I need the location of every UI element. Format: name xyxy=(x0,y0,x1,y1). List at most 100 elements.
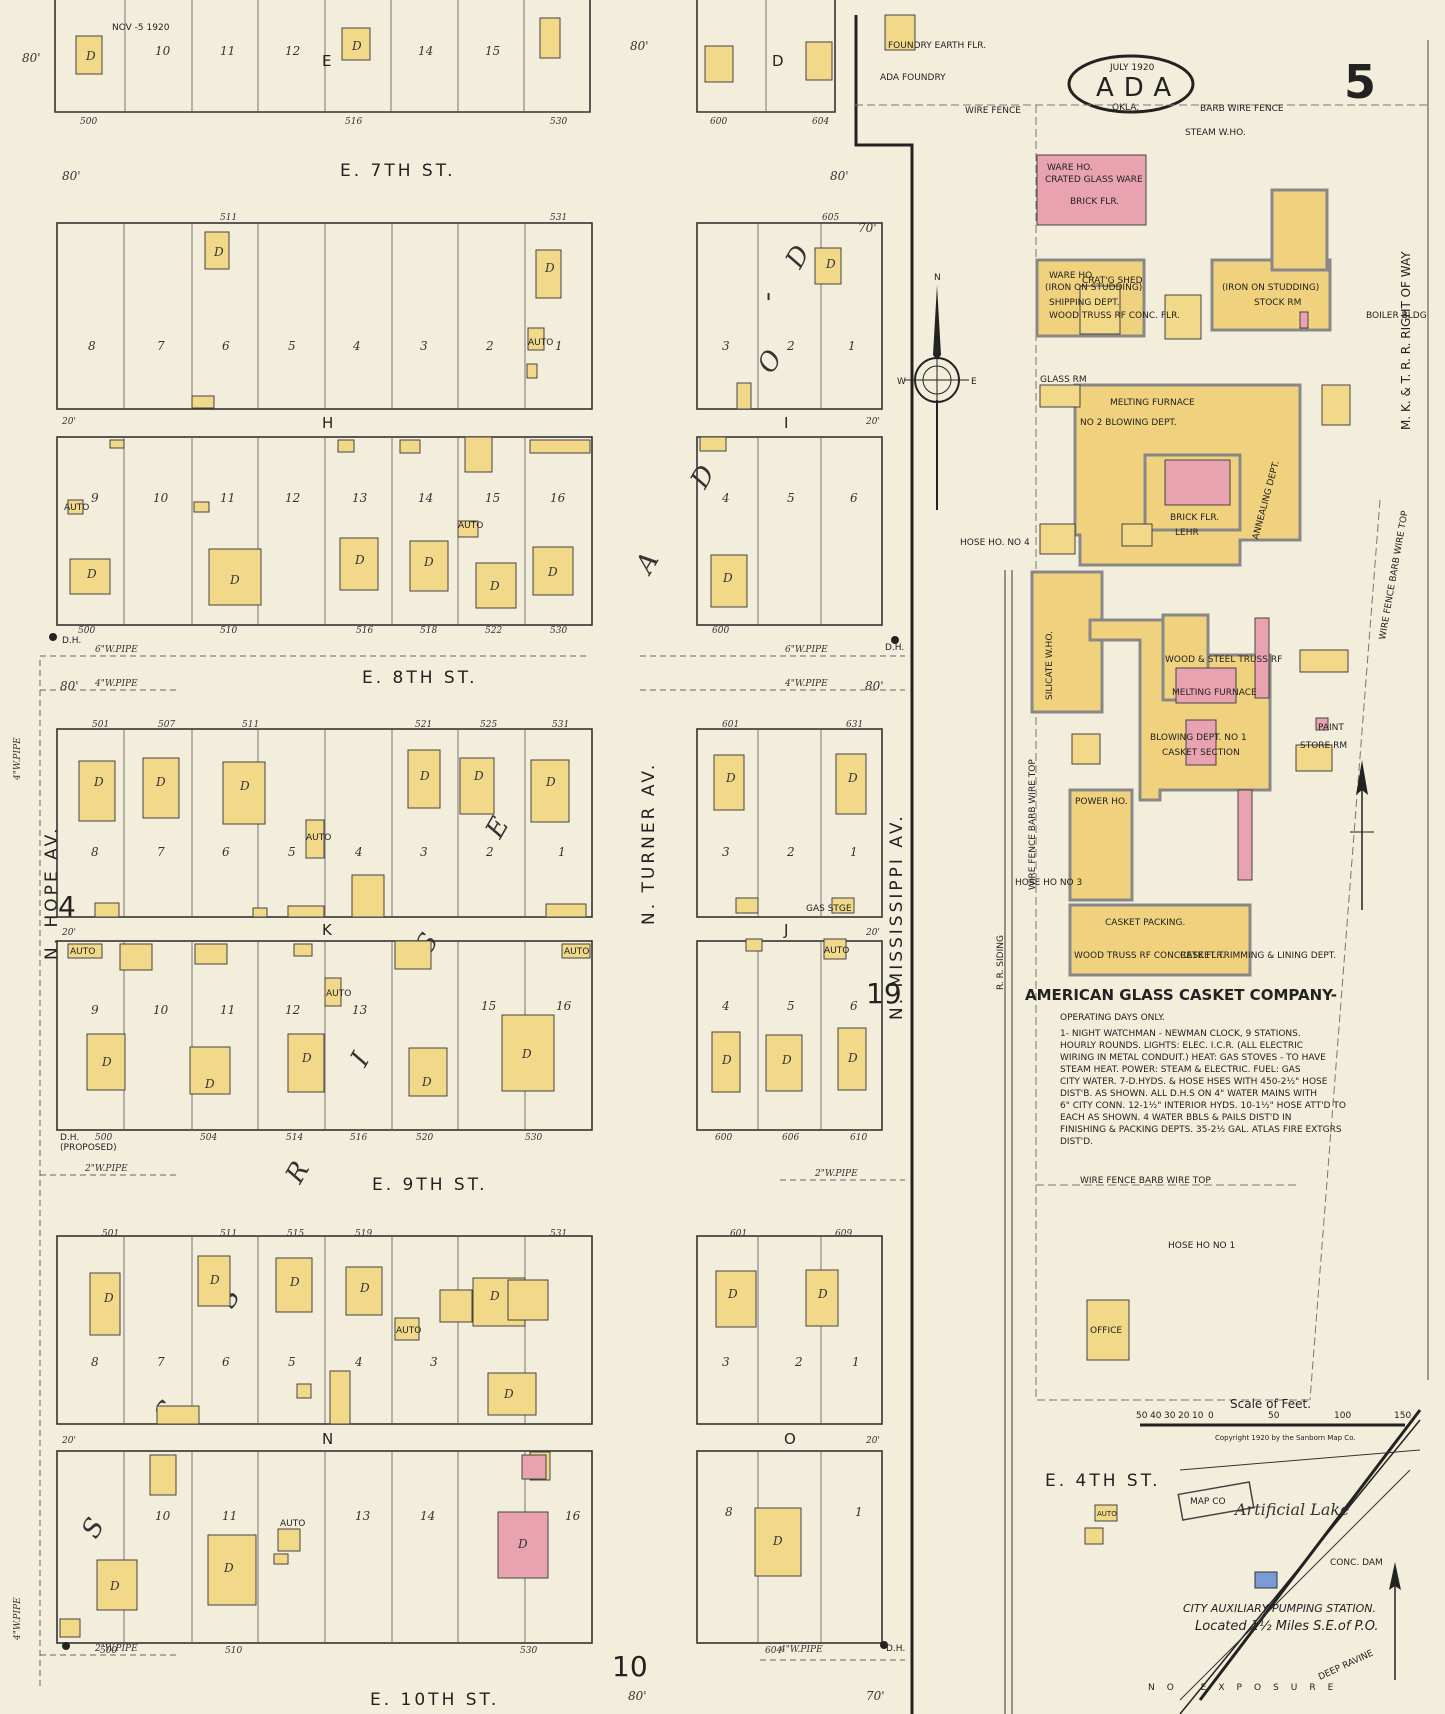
pipe-label: 6"W.PIPE xyxy=(785,645,828,655)
width-label: 20' xyxy=(865,1436,880,1446)
note-line: DIST'B. AS SHOWN. ALL D.H.S ON 4" WATER … xyxy=(1060,1089,1317,1099)
dwelling-mark: D xyxy=(289,1275,300,1289)
facility-label: (IRON ON STUDDING) xyxy=(1222,283,1319,293)
house-number: 521 xyxy=(415,720,432,730)
pipe-label: 6"W.PIPE xyxy=(95,645,138,655)
dwelling-mark: D xyxy=(421,1075,432,1089)
city-cartouche: JULY 1920 ADA OKLA. xyxy=(1067,54,1195,114)
width-label: 80' xyxy=(830,169,849,183)
house-number: 511 xyxy=(242,720,259,730)
width-label: 20' xyxy=(61,928,76,938)
note-line: HOURLY ROUNDS. LIGHTS: ELEC. I.C.R. (ALL… xyxy=(1060,1041,1303,1051)
facility-label: CASKET TRIMMING & LINING DEPT. xyxy=(1180,951,1336,961)
block-letter: N xyxy=(322,1430,333,1448)
facility-label: BLOWING DEPT. NO 1 xyxy=(1150,733,1247,743)
lot-number: 4 xyxy=(354,1355,363,1369)
city-name: ADA xyxy=(1096,73,1181,103)
house-number: 530 xyxy=(525,1133,542,1143)
facility-label: LEHR xyxy=(1175,528,1199,538)
lot-number: 13 xyxy=(355,1509,371,1523)
lot-number: 6 xyxy=(222,845,230,859)
house-number: 516 xyxy=(356,626,373,636)
auto-label: AUTO xyxy=(280,1519,305,1529)
fence-label: WIRE FENCE xyxy=(965,106,1021,116)
note-line: STEAM HEAT. POWER: STEAM & ELECTRIC. FUE… xyxy=(1060,1065,1301,1075)
fence-label: WIRE FENCE BARB WIRE TOP xyxy=(1080,1176,1211,1186)
house-numbers: 500 516 530 600 604 511 531 605 500 510 … xyxy=(78,117,867,1656)
auto-label: AUTO xyxy=(564,947,589,957)
facility-label: CASKET PACKING. xyxy=(1105,918,1185,928)
facility-label: POWER HO. xyxy=(1075,797,1128,807)
facility-label: CRATED GLASS WARE xyxy=(1045,175,1143,185)
pump-house-icon xyxy=(1254,1571,1278,1589)
note-line: 1- NIGHT WATCHMAN - NEWMAN CLOCK, 9 STAT… xyxy=(1060,1029,1301,1039)
dwelling-mark: D xyxy=(229,573,240,587)
hydrant-label: D.H. xyxy=(885,643,904,653)
artificial-lake-label: Artificial Lake xyxy=(1233,1500,1350,1519)
house-number: 519 xyxy=(355,1229,372,1239)
rr-right-of-way-label: M. K. & T. R. R. RIGHT OF WAY xyxy=(1399,251,1413,430)
dwelling-mark: D xyxy=(223,1561,234,1575)
facility-label: BRICK FLR. xyxy=(1170,513,1219,523)
dwelling-mark: D xyxy=(103,1291,114,1305)
auto-label: AUTO xyxy=(528,338,553,348)
lot-number: 2 xyxy=(794,1355,803,1369)
lot-number: 9 xyxy=(91,1003,99,1017)
hydrant-label: D.H. xyxy=(62,636,81,646)
width-label: 80' xyxy=(630,39,649,53)
auto-label: AUTO xyxy=(326,989,351,999)
glass-casket-facility xyxy=(1030,188,1351,1361)
block-letter: E xyxy=(322,52,331,70)
lot-number: 7 xyxy=(157,1355,165,1369)
note-line: EACH AS SHOWN. 4 WATER BBLS & PAILS DIST… xyxy=(1060,1113,1292,1123)
proposed-label: (PROPOSED) xyxy=(60,1143,117,1153)
facility-label: CRAT'G SHED xyxy=(1082,276,1143,286)
house-number: 531 xyxy=(550,213,567,223)
house-number: 507 xyxy=(158,720,175,730)
foundry-sub: FOUNDRY EARTH FLR. xyxy=(888,41,986,51)
hydrant-icon xyxy=(62,1642,70,1650)
width-label: 20' xyxy=(61,1436,76,1446)
compass-rose-icon: N W E xyxy=(897,273,977,510)
ada-foundry: FOUNDRY EARTH FLR. ADA FOUNDRY xyxy=(880,14,986,83)
lot-number: 4 xyxy=(721,999,730,1013)
pump-station-label: CITY AUXILIARY PUMPING STATION. xyxy=(1183,1602,1376,1615)
north-arrow-icon xyxy=(1389,1562,1401,1680)
house-number: 504 xyxy=(200,1133,217,1143)
lot-number: 11 xyxy=(222,1509,237,1523)
house-number: 516 xyxy=(350,1133,367,1143)
dwellings xyxy=(59,17,1147,1638)
facility-label: GLASS RM xyxy=(1040,375,1087,385)
lot-number: 4 xyxy=(721,491,730,505)
lot-numbers: 9 10 11 12 14 15 8 7 6 5 4 3 2 1 3 2 1 9… xyxy=(88,44,863,1523)
fence-label: WIRE FENCE BARB WIRE TOP xyxy=(1028,759,1038,890)
dwelling-mark: D xyxy=(721,1053,732,1067)
house-number: 510 xyxy=(220,626,237,636)
facility-label: (IRON ON STUDDING) xyxy=(1045,283,1142,293)
dwelling-mark: D xyxy=(101,1055,112,1069)
house-number: 522 xyxy=(485,626,502,636)
lot-number: 11 xyxy=(220,44,235,58)
lot-number: 16 xyxy=(565,1509,581,1523)
addition-letter: ' xyxy=(765,289,772,319)
width-label: 70' xyxy=(858,221,877,235)
state-name: OKLA. xyxy=(1112,103,1139,113)
operating-note: OPERATING DAYS ONLY. xyxy=(1060,1013,1165,1023)
house-number: 606 xyxy=(782,1133,799,1143)
compass-n: N xyxy=(934,273,941,283)
facility-label: MELTING FURNACE xyxy=(1172,688,1257,698)
lot-number: 3 xyxy=(430,1355,438,1369)
facility-label: STORE RM xyxy=(1300,741,1347,751)
facility-label: WOOD TRUSS RF CONC. FLR. xyxy=(1049,311,1180,321)
cartouche-date: JULY 1920 xyxy=(1109,63,1155,73)
lot-number: 14 xyxy=(418,491,433,505)
house-number: 511 xyxy=(220,213,237,223)
house-number: 515 xyxy=(287,1229,304,1239)
lot-number: 13 xyxy=(352,1003,368,1017)
lot-number: 9 xyxy=(91,491,99,505)
house-number: 500 xyxy=(78,626,95,636)
width-label: 80' xyxy=(60,679,79,693)
width-label: 70' xyxy=(866,1689,885,1703)
lot-number: 12 xyxy=(285,44,300,58)
